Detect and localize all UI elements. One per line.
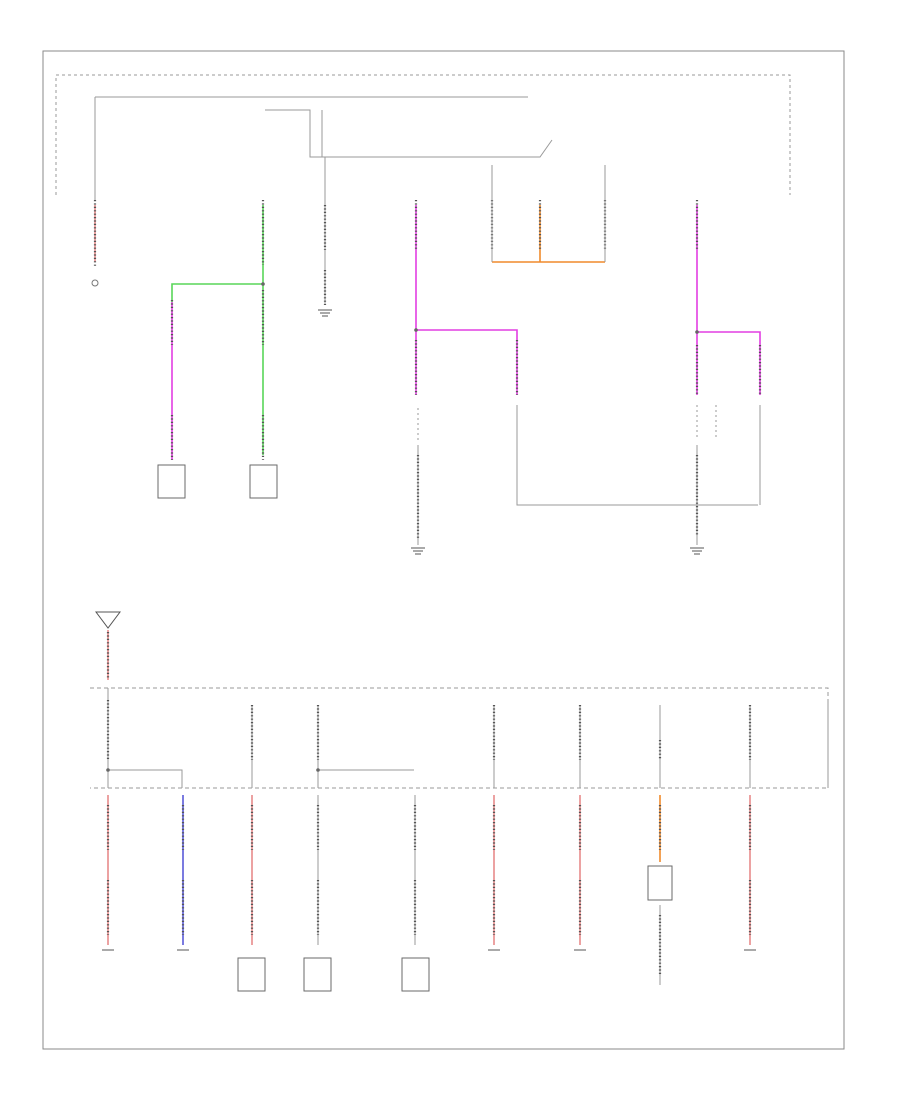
- wire-green-branch: [171, 283, 263, 302]
- ground-icon: [318, 309, 332, 317]
- module-boundary-top: [55, 74, 791, 195]
- fuse-icon: [91, 279, 99, 287]
- fuse-block-boundary: [90, 687, 829, 789]
- fuse-block-feed: [95, 611, 121, 629]
- diagram-frame: [42, 50, 845, 1050]
- splice-dot-icon: [261, 282, 265, 286]
- ground-icon: [690, 547, 704, 555]
- device-box-mid: [249, 464, 278, 499]
- splice-dot-icon: [316, 768, 320, 772]
- fuse-block-sub-bus: [108, 769, 183, 788]
- splice-dot-icon: [414, 328, 418, 332]
- ground-icon: [411, 547, 425, 555]
- wire-pink-right-branch: [697, 331, 761, 395]
- splice-dot-icon: [695, 330, 699, 334]
- device-box-lower-2: [303, 957, 332, 992]
- wire-center-right-return: [516, 405, 758, 506]
- splice-dot-icon: [106, 768, 110, 772]
- lower-fuse-wire-top: [251, 705, 751, 788]
- relay-right: [696, 405, 717, 440]
- device-box-left: [157, 464, 186, 499]
- wire-pink-5-branch: [416, 329, 518, 395]
- device-box-lower-1: [237, 957, 266, 992]
- device-box-lower-3: [401, 957, 430, 992]
- lower-fuse-connectors-top: [106, 700, 752, 760]
- device-box-relay: [647, 865, 673, 901]
- bus-line-ignition: [265, 109, 553, 158]
